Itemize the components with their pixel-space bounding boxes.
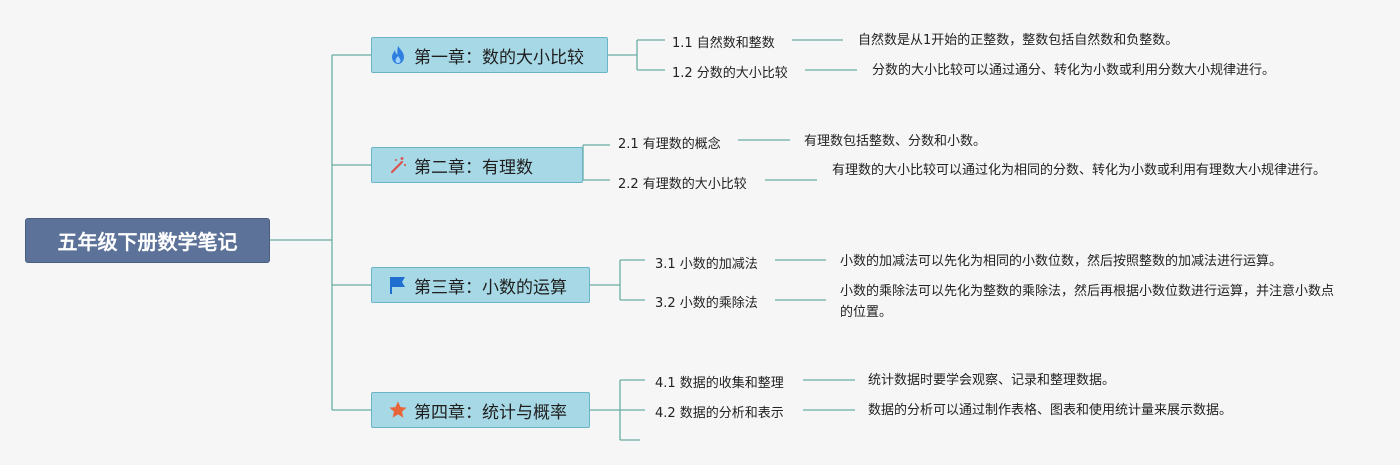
topic-2-2[interactable]: 2.2 有理数的大小比较	[618, 177, 747, 192]
chapter-label: 第一章：数的大小比较	[414, 47, 584, 68]
topic-4-2[interactable]: 4.2 数据的分析和表示	[655, 406, 784, 421]
note-3-1: 小数的加减法可以先化为相同的小数位数，然后按照整数的加减法进行运算。	[840, 251, 1283, 272]
topic-3-1[interactable]: 3.1 小数的加减法	[655, 257, 758, 272]
chapter-node-4[interactable]: 第四章：统计与概率	[371, 392, 590, 428]
flag-icon	[388, 275, 408, 295]
topic-1-1[interactable]: 1.1 自然数和整数	[672, 36, 775, 51]
magic-wand-icon	[388, 155, 408, 175]
note-1-1: 自然数是从1开始的正整数，整数包括自然数和负整数。	[858, 30, 1179, 51]
note-2-2: 有理数的大小比较可以通过化为相同的分数、转化为小数或利用有理数大小规律进行。	[832, 160, 1332, 181]
flame-icon	[388, 45, 408, 65]
root-title: 五年级下册数学笔记	[57, 230, 238, 254]
root-node[interactable]: 五年级下册数学笔记	[25, 218, 270, 263]
note-4-1: 统计数据时要学会观察、记录和整理数据。	[868, 370, 1116, 391]
chapter-label: 第四章：统计与概率	[414, 402, 567, 423]
note-2-1: 有理数包括整数、分数和小数。	[804, 131, 987, 152]
chapter-node-2[interactable]: 第二章：有理数	[371, 147, 583, 183]
chapter-node-3[interactable]: 第三章：小数的运算	[371, 267, 590, 303]
note-3-2: 小数的乘除法可以先化为整数的乘除法，然后再根据小数位数进行运算，并注意小数点的位…	[840, 281, 1340, 323]
topic-4-1[interactable]: 4.1 数据的收集和整理	[655, 376, 784, 391]
note-4-2: 数据的分析可以通过制作表格、图表和使用统计量来展示数据。	[868, 400, 1233, 421]
chapter-label: 第三章：小数的运算	[414, 277, 567, 298]
note-1-2: 分数的大小比较可以通过通分、转化为小数或利用分数大小规律进行。	[872, 60, 1276, 81]
chapter-label: 第二章：有理数	[414, 157, 533, 178]
star-icon	[388, 400, 408, 420]
topic-2-1[interactable]: 2.1 有理数的概念	[618, 137, 721, 152]
topic-3-2[interactable]: 3.2 小数的乘除法	[655, 296, 758, 311]
topic-1-2[interactable]: 1.2 分数的大小比较	[672, 66, 788, 81]
chapter-node-1[interactable]: 第一章：数的大小比较	[371, 37, 608, 73]
